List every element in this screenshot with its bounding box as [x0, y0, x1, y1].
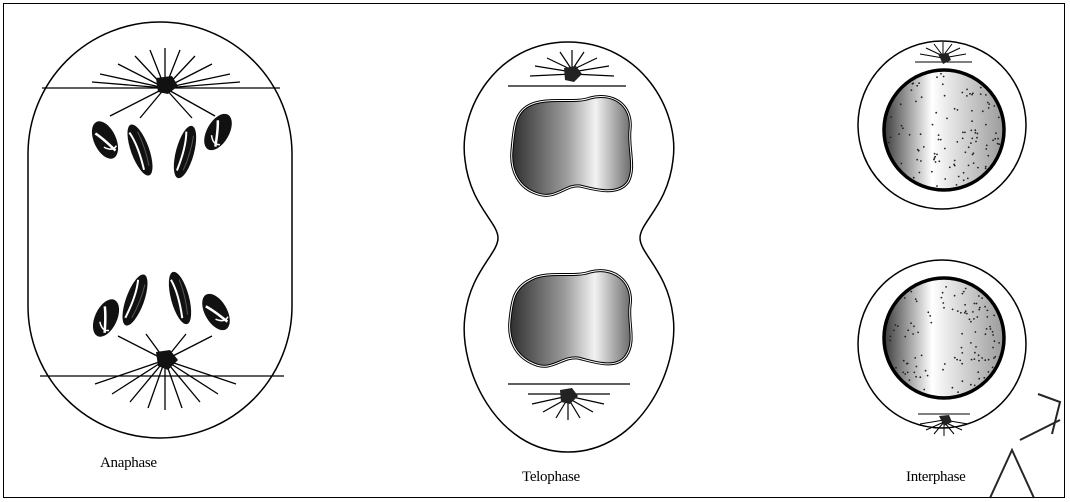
telophase-upper-centriole [564, 66, 582, 82]
telophase-upper-nucleus [512, 96, 632, 195]
anaphase-lower-chromosomes [88, 270, 236, 341]
anaphase-lower-aster [40, 334, 284, 410]
anaphase-upper-chromosomes [87, 109, 238, 180]
interphase-upper-cell [858, 41, 1026, 209]
anaphase-cell [28, 22, 292, 438]
anaphase-label: Anaphase [100, 455, 157, 472]
telophase-lower-nucleus [510, 271, 632, 367]
anaphase-upper-centriole [156, 76, 178, 94]
telophase-cell [464, 42, 674, 452]
interphase-upper-nucleus [884, 70, 1004, 190]
telophase-label: Telophase [522, 469, 580, 486]
interphase-label: Interphase [906, 469, 965, 486]
watermark-fragment [960, 380, 1070, 502]
